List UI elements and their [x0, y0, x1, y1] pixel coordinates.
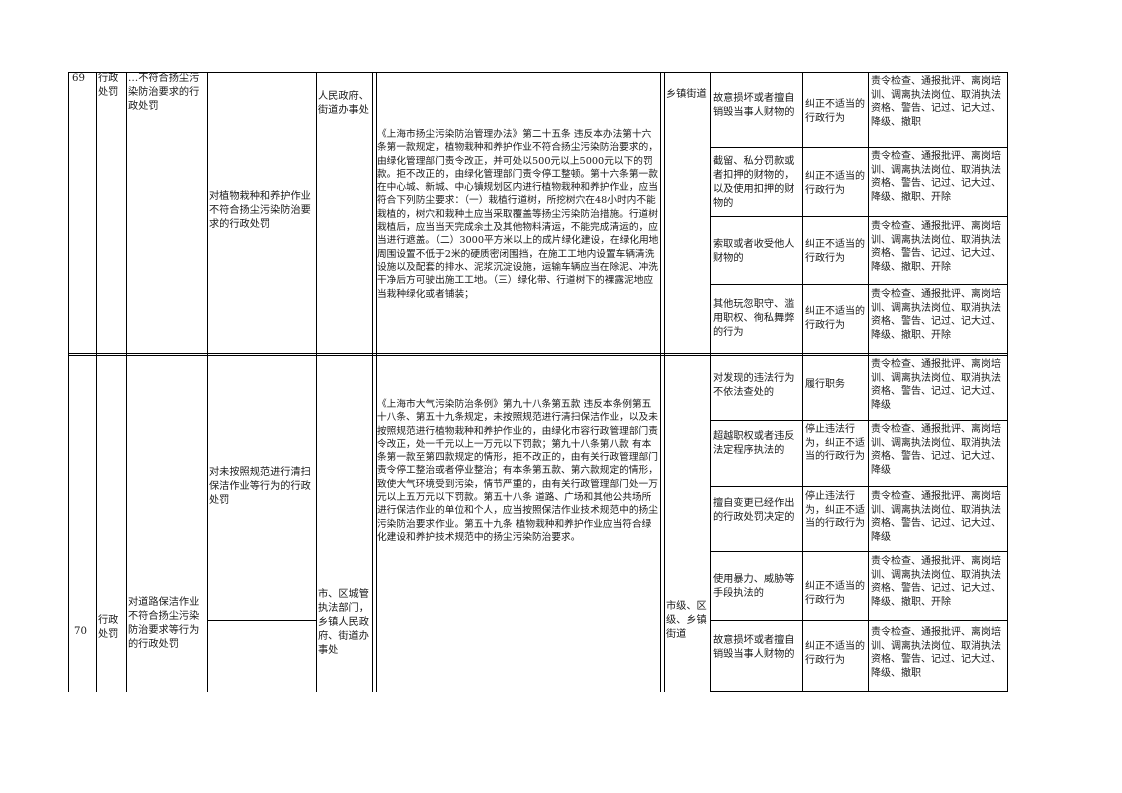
remedy: 纠正不适当的行政行为 — [805, 171, 865, 196]
case-description: 擅自变更已经作出的行政处罚决定的 — [713, 498, 795, 523]
penalty: 责令检查、通报批评、离岗培训、调离执法岗位、取消执法资格、警告、记过、记大过、降… — [871, 491, 1001, 543]
case-description: 截留、私分罚款或者扣押的财物的，以及使用扣押的财物的 — [713, 156, 795, 209]
remedy: 履行职务 — [805, 379, 845, 390]
remedy: 停止违法行为，纠正不适当的行政行为 — [805, 491, 865, 530]
case-description: 故意损坏或者擅自销毁当事人财物的 — [713, 93, 795, 118]
penalty: 责令检查、通报批评、离岗培训、调离执法岗位、取消执法资格、警告、记过、记大过、降… — [871, 76, 1001, 128]
penalty: 责令检查、通报批评、离岗培训、调离执法岗位、取消执法资格、警告、记过、记大过、降… — [871, 556, 1001, 608]
row-category: 行政处罚 — [98, 615, 119, 640]
legal-basis: 《上海市扬尘污染防治管理办法》第二十五条 违反本办法第十六条第一款规定，植物栽种… — [377, 129, 659, 300]
penalty: 责令检查、通报批评、离岗培训、调离执法岗位、取消执法资格、警告、记过、记大过、降… — [871, 289, 1001, 341]
case-description: 使用暴力、威胁等手段执法的 — [713, 574, 795, 599]
case-description: 索取或者收受他人财物的 — [713, 239, 795, 264]
penalty: 责令检查、通报批评、离岗培训、调离执法岗位、取消执法资格、警告、记过、记大过、降… — [871, 151, 1001, 203]
enforcement-level: 市级、区级、乡镇街道 — [666, 601, 707, 640]
remedy: 纠正不适当的行政行为 — [805, 581, 865, 606]
penalty: 责令检查、通报批评、离岗培训、调离执法岗位、取消执法资格、警告、记过、记大过、降… — [871, 627, 1001, 679]
enforcement-level: 乡镇街道 — [666, 89, 707, 100]
row-number: 70 — [74, 626, 87, 637]
department: 人民政府、街道办事处 — [318, 91, 369, 116]
case-description: 超越职权或者违反法定程序执法的 — [713, 431, 795, 456]
case-description: 故意损坏或者擅自销毁当事人财物的 — [713, 635, 795, 660]
item-name: …不符合扬尘污染防治要求的行政处罚 — [128, 73, 200, 112]
remedy: 纠正不适当的行政行为 — [805, 641, 865, 666]
penalty: 责令检查、通报批评、离岗培训、调离执法岗位、取消执法资格、警告、记过、记大过、降… — [871, 359, 1001, 411]
penalty: 责令检查、通报批评、离岗培训、调离执法岗位、取消执法资格、警告、记过、记大过、降… — [871, 424, 1001, 476]
case-description: 对发现的违法行为不依法查处的 — [713, 373, 795, 398]
penalty: 责令检查、通报批评、离岗培训、调离执法岗位、取消执法资格、警告、记过、记大过、降… — [871, 221, 1001, 273]
case-description: 其他玩忽职守、滥用职权、徇私舞弊的行为 — [713, 299, 795, 338]
row-number: 69 — [72, 73, 85, 84]
sub-item-name: 对未按照规范进行清扫保洁作业等行为的行政处罚 — [209, 467, 311, 506]
department: 市、区城管执法部门，乡镇人民政府、街道办事处 — [318, 589, 369, 656]
remedy: 停止违法行为，纠正不适当的行政行为 — [805, 424, 865, 463]
remedy: 纠正不适当的行政行为 — [805, 99, 865, 124]
remedy: 纠正不适当的行政行为 — [805, 306, 865, 331]
item-name: 对道路保洁作业不符合扬尘污染防治要求等行为的行政处罚 — [128, 597, 200, 650]
remedy: 纠正不适当的行政行为 — [805, 239, 865, 264]
row-category: 行政处罚 — [98, 73, 119, 98]
legal-basis: 《上海市大气污染防治条例》第九十八条第五款 违反本条例第五十八条、第五十九条规定… — [377, 399, 658, 543]
sub-item-name: 对植物栽种和养护作业不符合扬尘污染防治要求的行政处罚 — [209, 191, 311, 230]
